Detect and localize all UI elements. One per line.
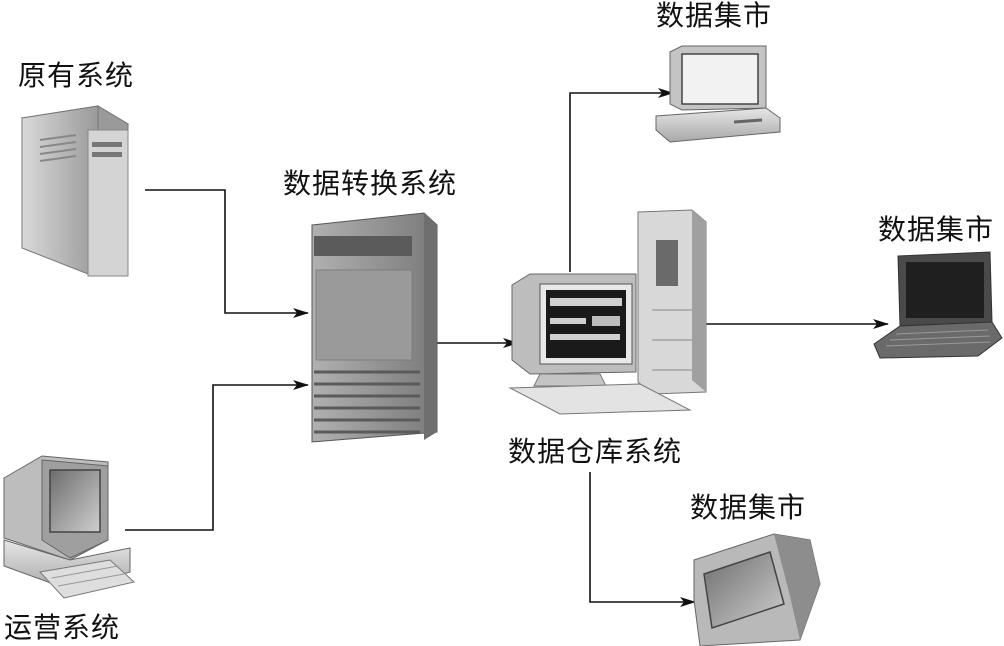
label-legacy-system: 原有系统	[18, 59, 135, 92]
connectors	[125, 88, 889, 607]
label-mart-bottom: 数据集市	[690, 491, 807, 524]
desktop-computer-icon-mart-top	[655, 45, 781, 143]
arrow-warehouse-to-mart-bottom	[589, 472, 696, 607]
server-cabinet-icon	[311, 212, 438, 443]
desktop-computer-icon-operations	[3, 455, 136, 599]
crt-monitor-icon	[693, 533, 821, 646]
arrow-operations-to-conversion	[125, 380, 309, 531]
label-warehouse-system: 数据仓库系统	[508, 435, 683, 468]
arrow-legacy-to-conversion	[145, 189, 309, 318]
label-conversion-system: 数据转换系统	[283, 167, 458, 200]
workstation-icon	[508, 209, 707, 415]
laptop-icon	[873, 251, 1003, 359]
tower-server-icon	[20, 105, 130, 277]
label-operations-system: 运营系统	[4, 611, 121, 644]
arrow-warehouse-to-mart-top	[569, 88, 674, 272]
label-mart-top: 数据集市	[656, 0, 773, 32]
label-mart-right: 数据集市	[878, 213, 995, 246]
